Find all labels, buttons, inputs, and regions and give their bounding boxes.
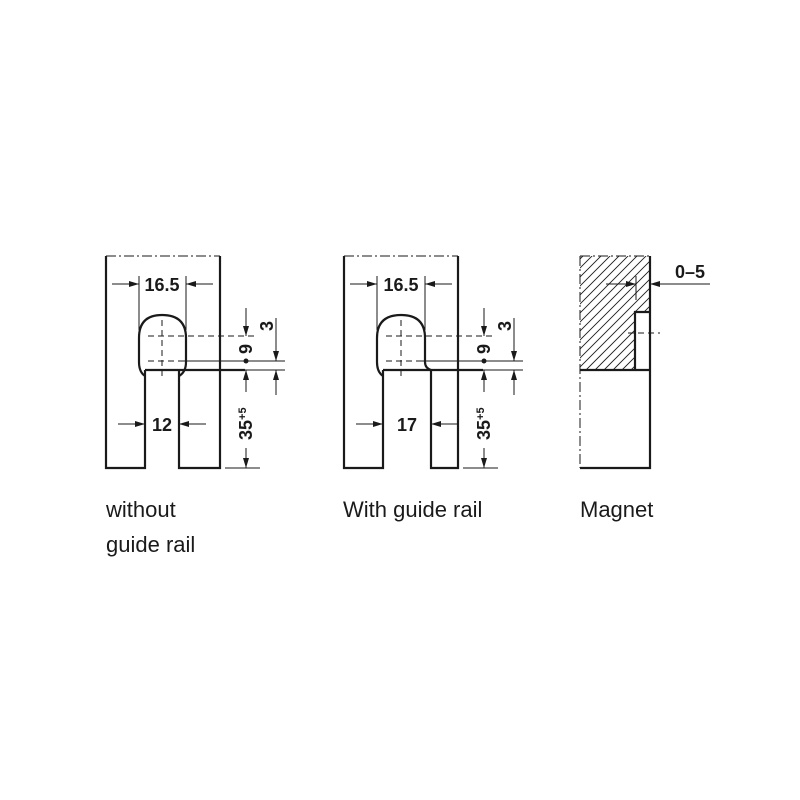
offset-dimension: 3 xyxy=(257,321,277,331)
caption-without-guide-rail: without guide rail xyxy=(106,492,195,562)
slot-dimension: 12 xyxy=(152,415,172,435)
hatch-line xyxy=(612,332,650,370)
caption-line: without xyxy=(106,497,176,522)
hatch-line xyxy=(603,323,650,370)
offset-dimension: 3 xyxy=(495,321,515,331)
depth-dimension: 35+5 xyxy=(236,407,256,440)
slot-dimension: 17 xyxy=(397,415,417,435)
drawing-with-guide-rail: 16.5 17 3 9 35+5 xyxy=(342,255,523,470)
hatch-line xyxy=(580,260,650,332)
center-dimension: 9 xyxy=(474,344,494,354)
hatch-line xyxy=(580,256,620,296)
hatch-line xyxy=(580,256,638,314)
hatch-line xyxy=(580,296,650,368)
caption-magnet: Magnet xyxy=(580,497,654,522)
width-dimension: 16.5 xyxy=(144,275,179,295)
caption-with-guide-rail: With guide rail xyxy=(343,497,483,522)
gap-dimension: 0–5 xyxy=(675,262,705,282)
width-dimension: 16.5 xyxy=(383,275,418,295)
depth-dimension: 35+5 xyxy=(474,407,494,440)
hatch-line xyxy=(580,256,647,323)
hatch-line xyxy=(585,305,650,370)
hatch-line xyxy=(594,314,650,370)
hatching xyxy=(580,256,650,370)
drawing-without-guide-rail: 16.5 12 3 9 35+5 xyxy=(104,255,285,470)
hatch-line xyxy=(580,278,650,350)
drawing-magnet: 0–5 xyxy=(579,255,710,470)
hatch-line xyxy=(580,256,602,278)
center-dimension: 9 xyxy=(236,344,256,354)
hatch-line xyxy=(580,269,650,341)
caption-line: guide rail xyxy=(106,532,196,557)
hatch-line xyxy=(648,368,650,370)
hatch-line xyxy=(580,256,611,287)
hatch-line xyxy=(580,256,629,305)
hatch-line xyxy=(580,287,650,359)
